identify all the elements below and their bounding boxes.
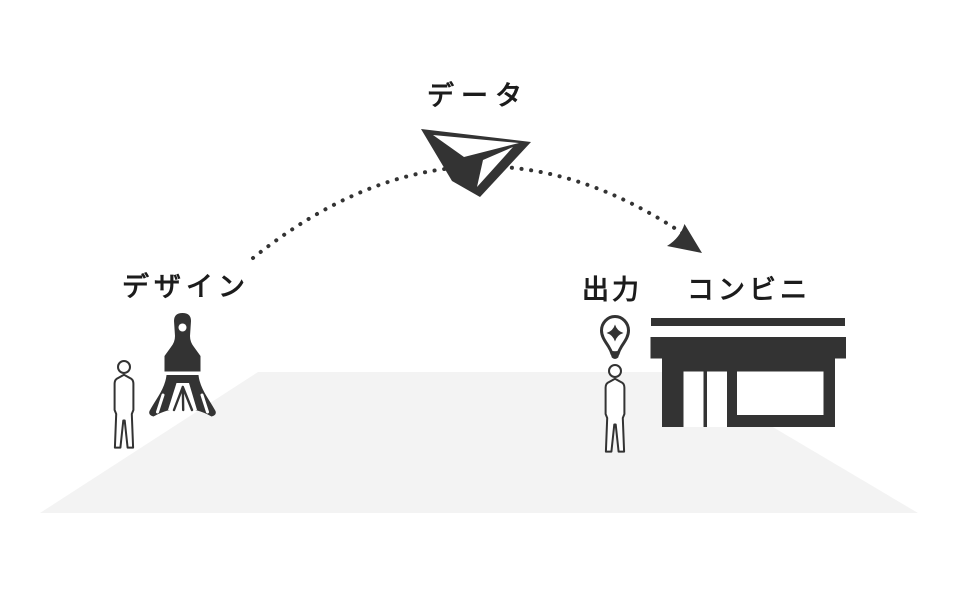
person-icon-designer bbox=[113, 360, 135, 449]
label-store: コンビニ bbox=[687, 275, 811, 305]
label-data: データ bbox=[427, 81, 529, 111]
store-window bbox=[737, 371, 824, 415]
arrowhead-icon bbox=[667, 224, 702, 253]
paintbrush-icon bbox=[149, 313, 216, 417]
label-output: 出力 bbox=[582, 275, 642, 305]
lightbulb-icon bbox=[600, 315, 630, 359]
store-sign-bar bbox=[651, 318, 845, 326]
store-door bbox=[683, 371, 704, 427]
convenience-store-icon bbox=[650, 318, 846, 427]
label-design: デザイン bbox=[122, 272, 250, 302]
dotted-arc-arrow bbox=[251, 164, 702, 260]
store-awning bbox=[650, 337, 846, 350]
paper-plane-icon bbox=[421, 129, 531, 197]
